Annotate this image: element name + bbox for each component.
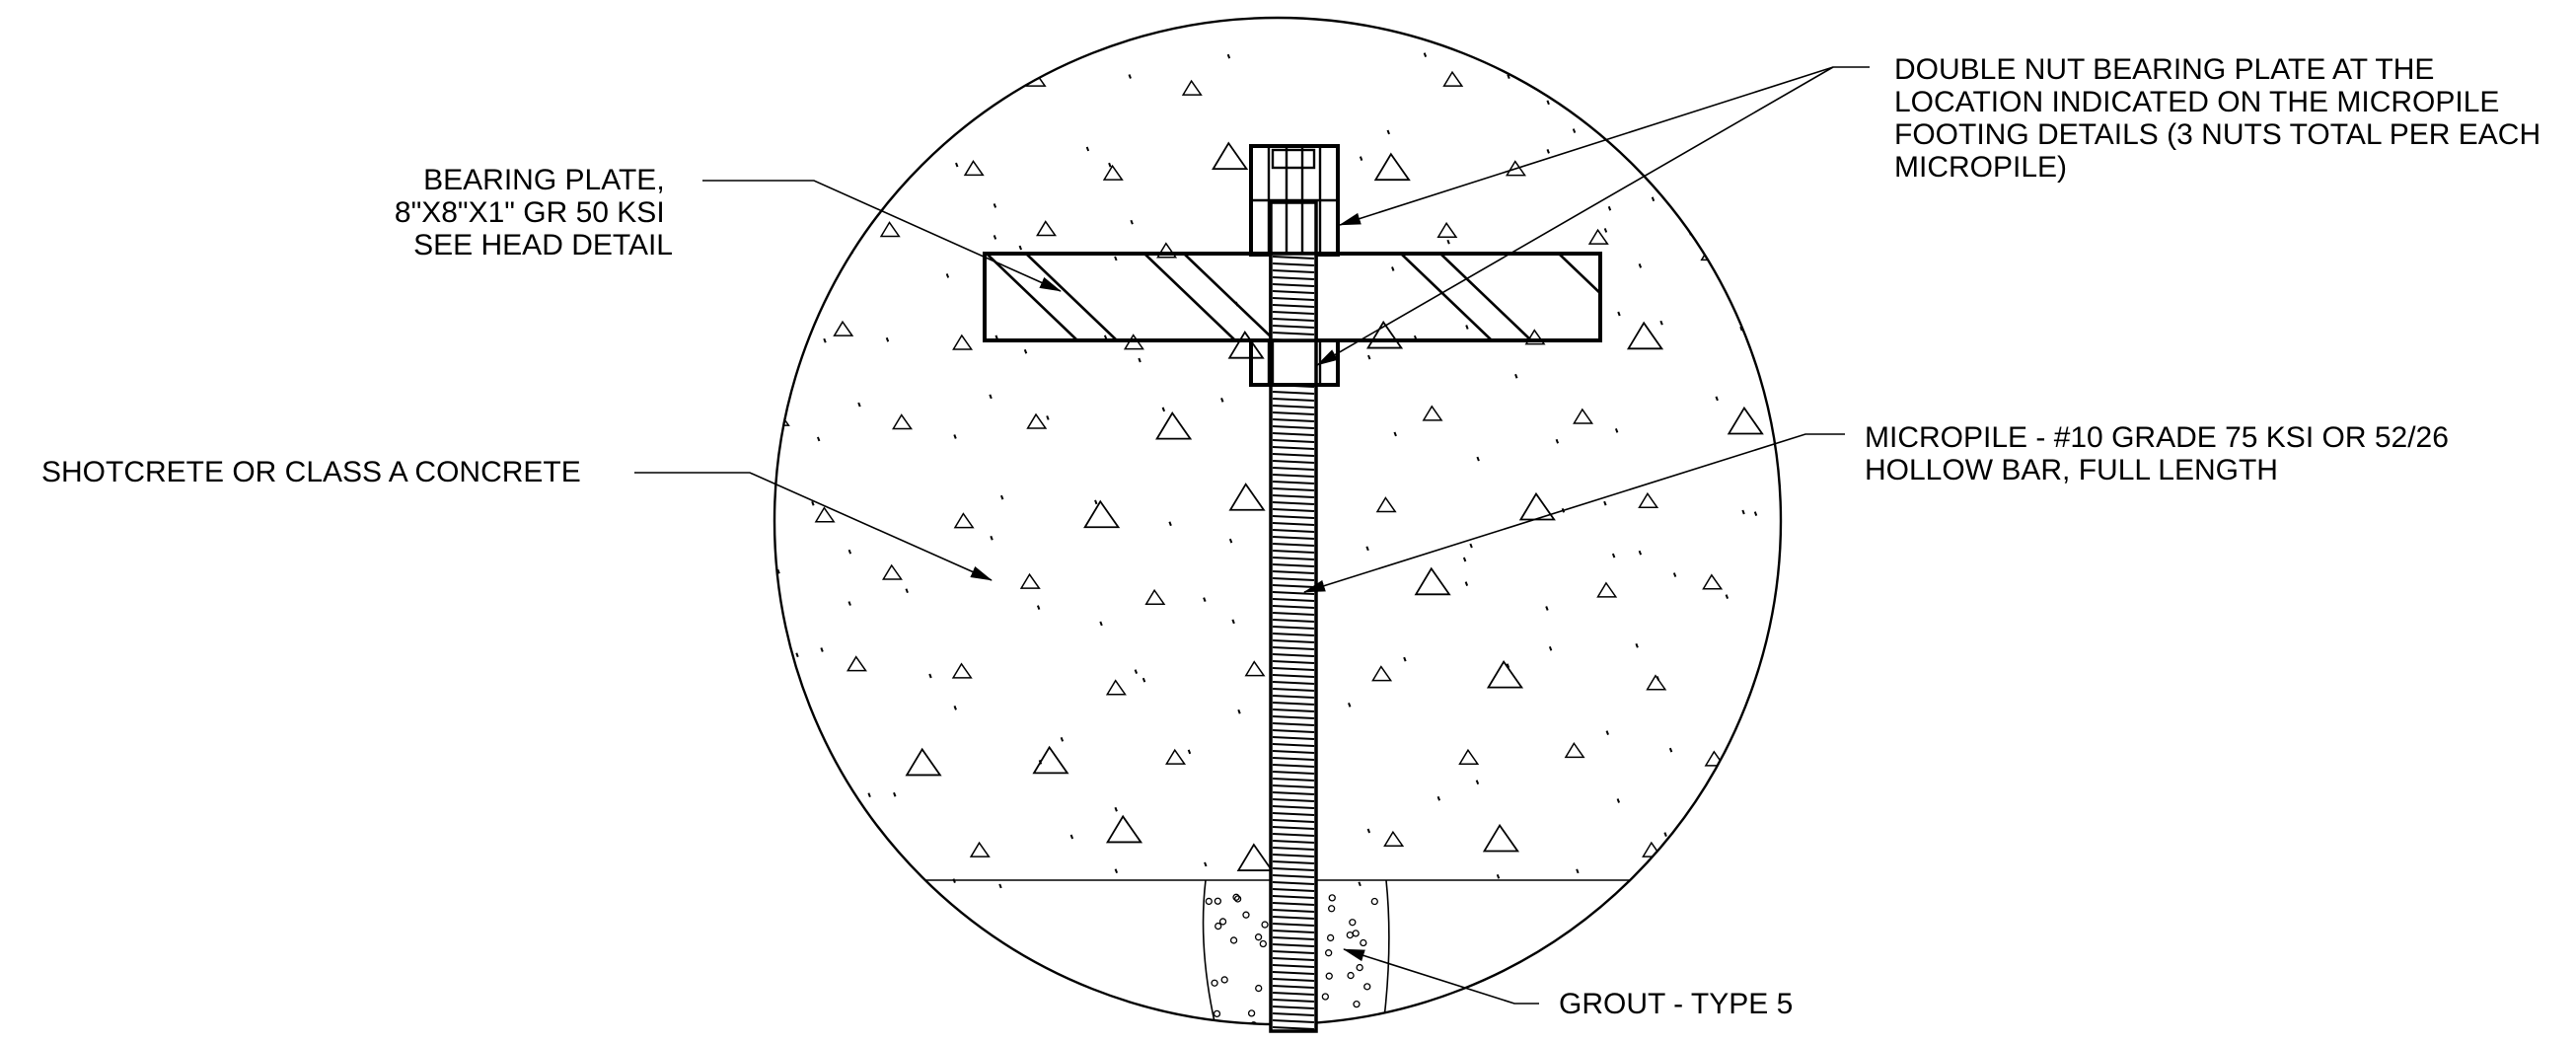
bearing-plate [983, 252, 1602, 342]
leader-bearing-plate [702, 180, 1062, 292]
label-bearing-plate: BEARING PLATE, 8"X8"X1" GR 50 KSI SEE HE… [395, 164, 673, 261]
micropile-threaded-bar [1269, 200, 1318, 1033]
label-micropile: MICROPILE - #10 GRADE 75 KSI OR 52/26 HO… [1865, 421, 2457, 486]
label-grout: GROUT - TYPE 5 [1559, 988, 1793, 1020]
grout-column [1202, 879, 1390, 1024]
label-shotcrete: SHOTCRETE OR CLASS A CONCRETE [41, 456, 581, 488]
leader-shotcrete [634, 472, 993, 581]
leader-grout [1343, 948, 1539, 1005]
bar-through-plate [1269, 252, 1318, 342]
label-double-nut: DOUBLE NUT BEARING PLATE AT THE LOCATION… [1894, 53, 2548, 184]
leader-double-nut [1316, 66, 1870, 366]
leader-micropile [1303, 433, 1845, 593]
